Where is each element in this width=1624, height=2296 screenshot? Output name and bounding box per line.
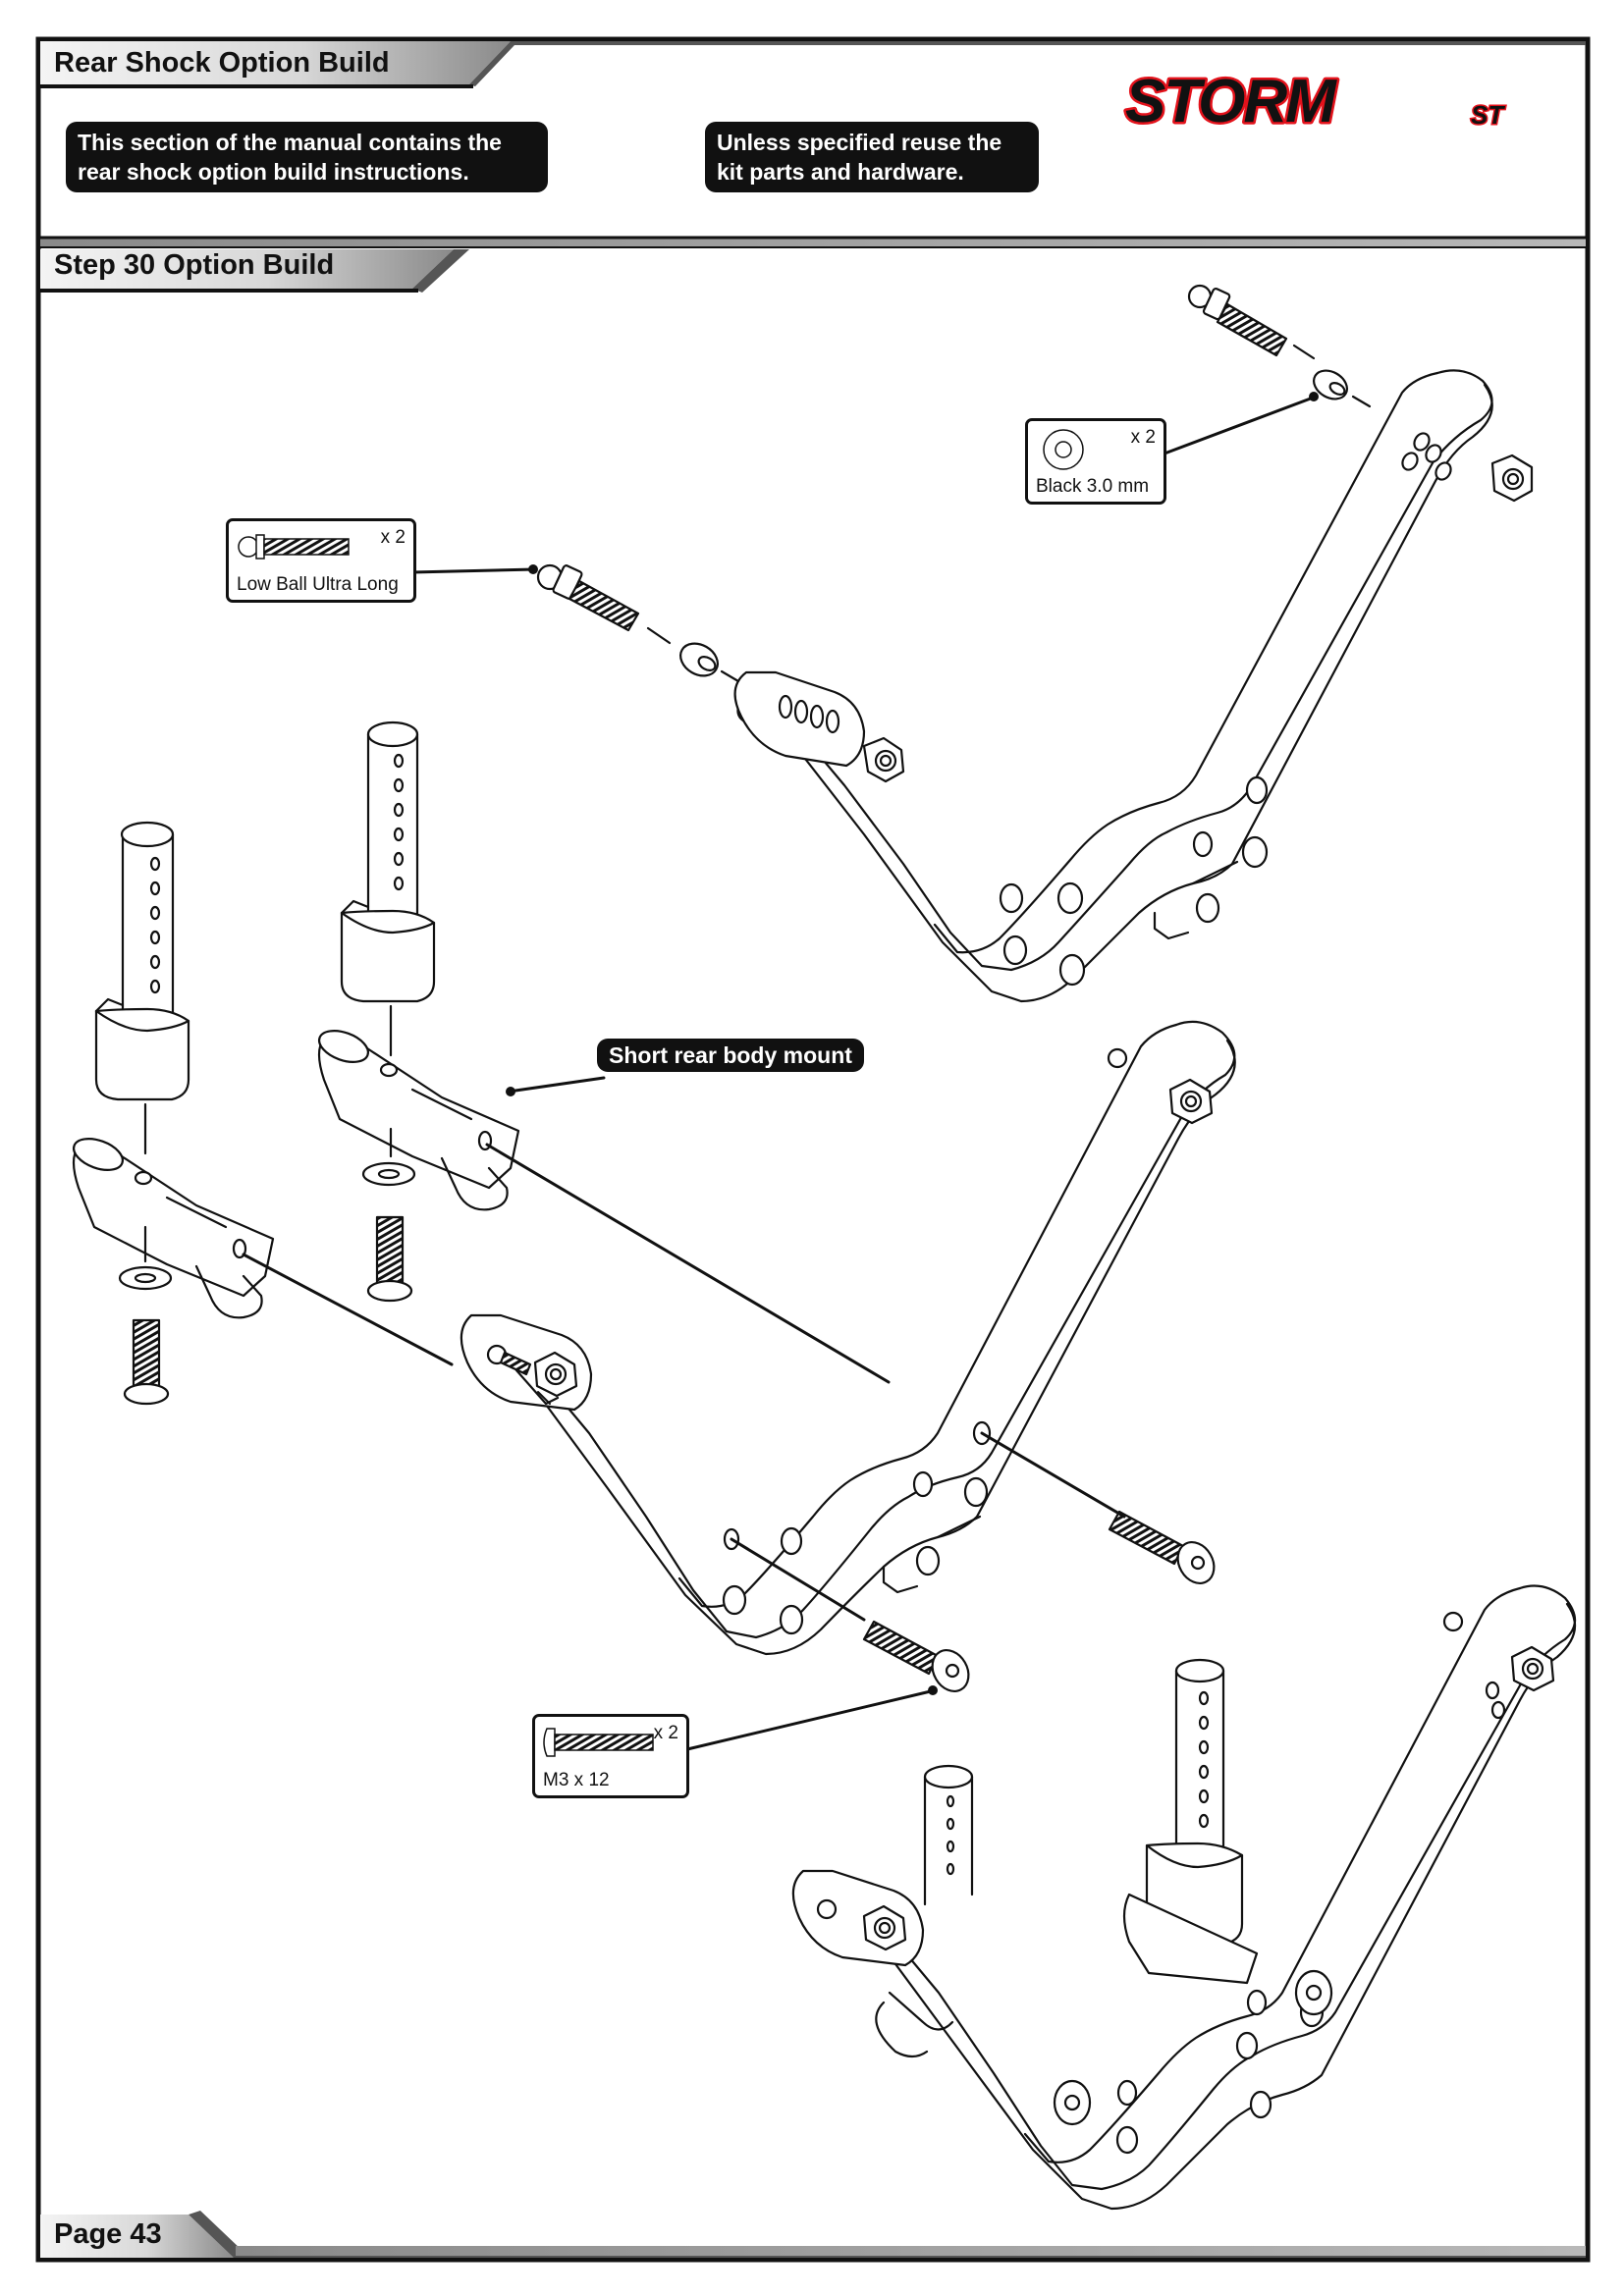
reuse-note-line-1: Unless specified reuse the [717,130,1002,155]
section-header-tab [40,41,1586,88]
m3-screw-right [1108,1510,1216,1584]
ball-qty: x 2 [380,527,406,548]
ball-stud-top [1187,284,1288,357]
header-separator [40,236,1586,248]
washer-qty: x 2 [1130,427,1156,448]
intro-note-line-1: This section of the manual contains the [78,130,502,155]
reuse-note: Unless specified reuse the kit parts and… [705,122,1039,192]
logo-brand: STORM [1125,73,1337,133]
part-box-washer: x 2 Black 3.0 mm [1025,418,1166,505]
washer-name: Black 3.0 mm [1036,476,1150,497]
reuse-note-line-2: kit parts and hardware. [717,159,964,185]
ball-stud-icon [238,534,350,560]
assembly-illustration [72,284,1577,2211]
body-mount-right [317,1030,520,1211]
ball-stud-left [536,563,640,632]
shock-post-left [94,821,190,1155]
page-number: Page 43 [54,2218,162,2250]
rear-shock-bracket-assembled [791,1584,1577,2211]
step-header-tab [40,249,469,293]
section-title: Rear Shock Option Build [54,47,390,79]
washer-under-left [118,1265,173,1291]
ball-name: Low Ball Ultra Long [237,574,399,595]
body-mount-callout: Short rear body mount [597,1039,864,1072]
body-mount-left [72,1138,275,1319]
rear-shock-bracket-middle [460,1020,1236,1656]
washer-icon [1043,429,1084,470]
washer-top [1313,369,1348,400]
screw-under-right [366,1215,413,1303]
screw-name: M3 x 12 [543,1770,610,1790]
part-box-ball: x 2 Low Ball Ultra Long [226,518,416,603]
screw-under-left [123,1318,170,1406]
intro-note-line-2: rear shock option build instructions. [78,159,469,185]
intro-note: This section of the manual contains the … [66,122,548,192]
footer-tab [40,2211,1586,2258]
logo-suffix: ST [1471,100,1505,130]
storm-st-logo: STORM ST [1123,73,1507,133]
step-title: Step 30 Option Build [54,249,335,281]
rear-shock-bracket-top [536,284,1534,1003]
part-box-screw: x 2 M3 x 12 [532,1714,689,1798]
screw-icon [543,1728,654,1757]
screw-qty: x 2 [653,1723,678,1743]
shock-post-right [340,721,436,1057]
m3-screw-left [862,1620,970,1692]
washer-left [679,642,719,677]
washer-under-right [361,1161,416,1187]
